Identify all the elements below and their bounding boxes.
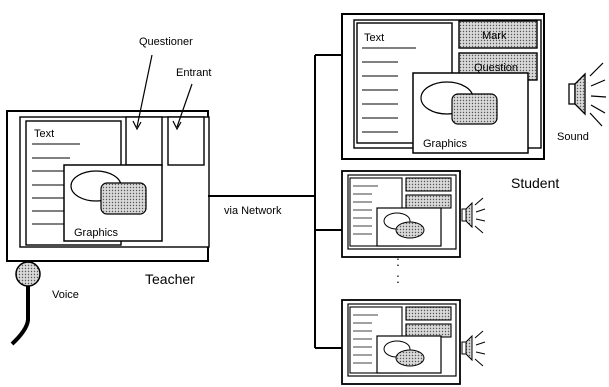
student-graphics-label: Graphics: [423, 138, 468, 150]
small-question-box: [405, 194, 452, 209]
sound-label: Sound: [557, 131, 589, 143]
network-label: via Network: [224, 205, 282, 217]
question-label: Question: [474, 62, 518, 74]
mark-box: Mark: [458, 20, 538, 49]
teacher-graphics-label: Graphics: [74, 227, 119, 239]
microphone-icon: [10, 261, 41, 346]
speaker-icon: [568, 62, 607, 127]
student-station-small-2: [341, 299, 486, 385]
entrant-arrow: [176, 83, 193, 128]
student-label: Student: [511, 175, 559, 191]
student-graphics-window: Graphics: [412, 72, 529, 154]
network-ellipsis-lower: :: [396, 270, 400, 286]
network-ellipsis: :: [396, 253, 400, 269]
student-station-small-1: [341, 170, 486, 258]
small-stippled-shape: [395, 221, 425, 239]
small-question-box: [405, 323, 452, 338]
teacher-entrant-window: [167, 116, 205, 166]
student-station: Text Mark Question Graphics Student: [341, 13, 607, 191]
teacher-entrant-label: Entrant: [176, 67, 211, 79]
teacher-questioner-window: [125, 116, 163, 166]
small-speaker-icon: [461, 330, 486, 367]
small-mark-box: [405, 177, 452, 192]
teacher-graphics-window: Graphics: [63, 164, 163, 242]
teacher-text-label: Text: [34, 128, 54, 140]
questioner-arrow: [136, 54, 153, 128]
student-stippled-shape: [451, 93, 498, 125]
voice-label: Voice: [52, 289, 79, 301]
teacher-label: Teacher: [145, 271, 195, 287]
small-mark-box: [405, 306, 452, 321]
teacher-station: Text Graphics Questioner Entrant Teacher: [6, 36, 211, 346]
teacher-stippled-shape: [100, 182, 147, 215]
small-stippled-shape: [395, 349, 425, 367]
small-speaker-icon: [461, 197, 486, 234]
mark-label: Mark: [482, 30, 507, 42]
teacher-questioner-label: Questioner: [139, 36, 193, 48]
student-text-label: Text: [364, 32, 384, 44]
network-lines: [208, 54, 342, 349]
